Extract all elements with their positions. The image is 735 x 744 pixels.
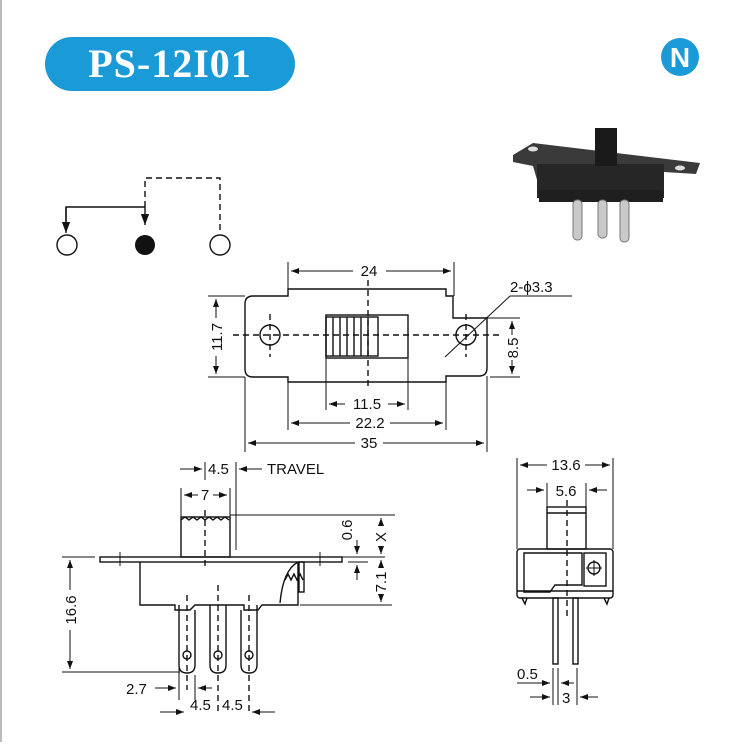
- dim-16-6: 16.6: [63, 595, 80, 624]
- dim-0-5: 0.5: [517, 666, 538, 683]
- dim-8-5: 8.5: [505, 338, 522, 359]
- dim-11-5: 11.5: [353, 396, 381, 413]
- circuit-schematic: [56, 177, 231, 256]
- model-title: PS-12I01: [45, 37, 295, 91]
- dim-13-6: 13.6: [551, 457, 580, 474]
- dim-pitch-1: 4.5: [190, 697, 211, 714]
- brand-logo: N: [661, 38, 699, 76]
- dim-5-6: 5.6: [556, 483, 577, 500]
- dim-hole-spec: 2-ϕ3.3: [510, 279, 553, 296]
- dim-7: 7: [201, 487, 209, 504]
- dim-35: 35: [361, 435, 378, 452]
- travel-label: TRAVEL: [267, 461, 324, 478]
- dim-11-7: 11.7: [209, 323, 226, 351]
- dim-24: 24: [361, 263, 378, 280]
- product-photo: [513, 128, 700, 243]
- dim-22-2: 22.2: [355, 415, 384, 432]
- dim-x: X: [373, 532, 390, 542]
- logo-letter: N: [670, 42, 690, 73]
- top-view: 24 11.7 8.5 2-ϕ3.3 11.5 22.2 35: [208, 262, 572, 452]
- dim-0-6: 0.6: [339, 520, 356, 541]
- dim-travel: 4.5: [208, 461, 229, 478]
- dim-7-1: 7.1: [373, 572, 390, 593]
- side-view: 4.5 TRAVEL 7 0.6 X 7.1 16.6 2.7 4.5 4.5: [62, 461, 395, 715]
- dim-pitch-2: 4.5: [222, 697, 243, 714]
- dim-2-7: 2.7: [126, 681, 147, 698]
- dim-3: 3: [562, 690, 570, 707]
- end-view: 13.6 5.6 0.5 3: [516, 457, 614, 707]
